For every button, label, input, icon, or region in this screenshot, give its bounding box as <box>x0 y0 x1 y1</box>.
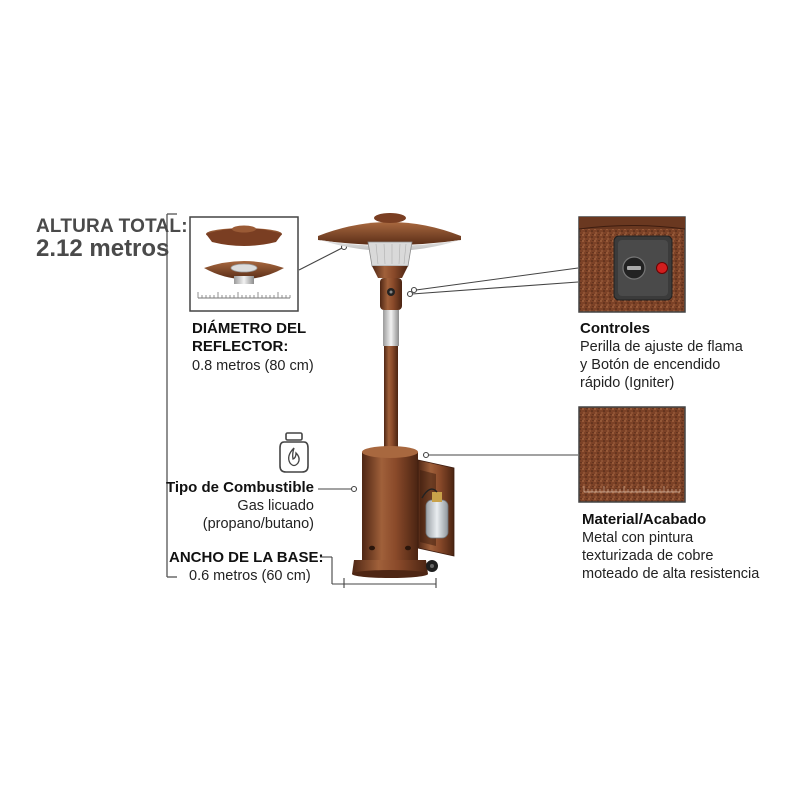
controls-line3: rápido (Igniter) <box>580 375 675 391</box>
controls-line2: y Botón de encendido <box>580 357 721 373</box>
fuel-leader <box>318 485 358 493</box>
material-line2: texturizada de cobre <box>582 548 714 564</box>
base-leader <box>320 556 437 588</box>
controls-title: Controles <box>580 320 651 337</box>
material-leader <box>422 451 578 459</box>
reflector-ruler-ticks <box>197 292 291 298</box>
patio-heater <box>318 213 461 578</box>
material-title: Material/Acabado <box>582 511 707 528</box>
material-inset <box>578 406 686 503</box>
height-value: 2.12 metros <box>36 235 170 262</box>
material-line3: moteado de alta resistencia <box>582 566 760 582</box>
reflector-title-line1: DIÁMETRO DEL <box>192 320 307 337</box>
material-line1: Metal con pintura <box>582 530 694 546</box>
height-label: ALTURA TOTAL: <box>36 216 188 237</box>
material-ruler-ticks <box>583 486 681 492</box>
controls-inset <box>578 216 686 313</box>
fuel-line1: Gas licuado <box>237 498 314 514</box>
gas-tank-flame-icon <box>279 432 309 473</box>
controls-line1: Perilla de ajuste de flama <box>580 339 743 355</box>
reflector-value: 0.8 metros (80 cm) <box>192 358 314 374</box>
height-bracket <box>166 213 177 578</box>
base-value: 0.6 metros (60 cm) <box>189 568 311 584</box>
fuel-line2: (propano/butano) <box>202 516 314 532</box>
reflector-leader <box>298 243 348 271</box>
controls-leader <box>406 267 579 298</box>
base-title: ANCHO DE LA BASE: <box>169 549 324 566</box>
reflector-title-line2: REFLECTOR: <box>192 338 289 355</box>
reflector-inset <box>189 216 299 312</box>
fuel-title: Tipo de Combustible <box>165 479 314 496</box>
